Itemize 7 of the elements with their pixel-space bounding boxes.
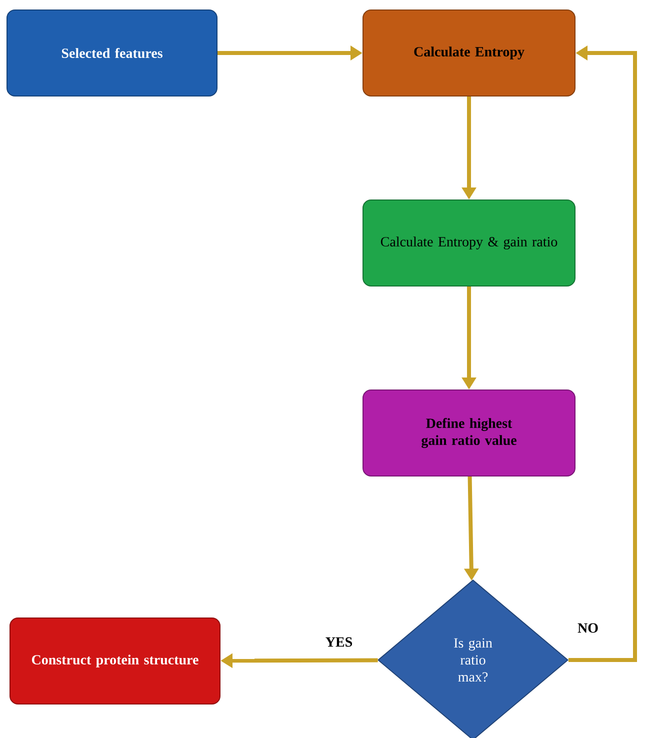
process-box: Selected features <box>6 10 218 96</box>
process-box: Define highest gain ratio value <box>362 390 576 476</box>
process-box: Calculate Entropy <box>362 10 576 96</box>
edge-label: NO <box>576 621 600 635</box>
edge-label: YES <box>323 635 355 649</box>
process-box: Construct protein structure <box>10 618 220 704</box>
process-box: Calculate Entropy & gain ratio <box>362 200 576 286</box>
